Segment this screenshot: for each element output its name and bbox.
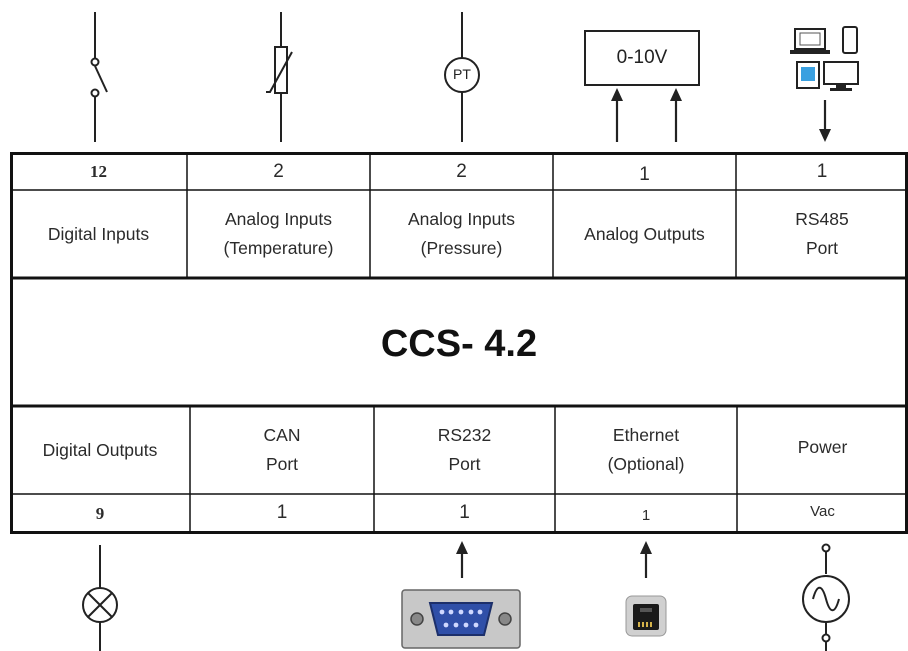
analog-inputs-pressure-label: Analog Inputs (Pressure): [370, 190, 553, 278]
label-line: RS485: [795, 209, 849, 229]
ethernet-port-icon: [625, 595, 667, 637]
label-line: CAN: [263, 425, 301, 445]
pressure-transducer-icon: [444, 12, 480, 142]
label-line: Analog Outputs: [584, 223, 705, 244]
label-line: Analog Inputs: [407, 209, 516, 229]
analog-inputs-temperature-count: 2: [273, 161, 284, 182]
label-line: Power: [797, 436, 848, 457]
digital-outputs-label: Digital Outputs: [10, 406, 190, 494]
analog-outputs-count: 1: [639, 164, 650, 185]
power-vac: Vac: [810, 502, 835, 520]
label-line: Port: [265, 454, 299, 474]
label-line: Port: [805, 238, 839, 258]
analog-inputs-pressure-count: 2: [456, 161, 467, 182]
controller-title: CCS- 4.2: [380, 322, 538, 365]
power-label: Power: [737, 406, 908, 488]
label-line: RS232: [437, 425, 492, 445]
board-grid: [10, 152, 908, 534]
switch-icon: [90, 12, 108, 142]
can-port-label: CAN Port: [190, 406, 374, 494]
label-line: (Pressure): [420, 238, 503, 258]
digital-inputs-label: Digital Inputs: [10, 190, 187, 278]
can-port-count: 1: [276, 501, 288, 523]
analog-outputs-label: Analog Outputs: [553, 190, 736, 278]
ethernet-count: 1: [641, 506, 651, 524]
label-line: Port: [448, 454, 481, 474]
devices-icon: [790, 26, 859, 91]
rs232-port-count: 1: [459, 501, 470, 523]
label-line: Digital Inputs: [47, 223, 150, 244]
thermistor-icon: [266, 12, 293, 142]
ethernet-label: Ethernet (Optional): [555, 406, 737, 494]
lamp-icon: [82, 545, 118, 651]
label-line: Digital Outputs: [42, 439, 158, 460]
analog-output-arrows: [611, 88, 682, 142]
label-line: (Temperature): [223, 238, 334, 258]
digital-inputs-count: 12: [90, 162, 107, 181]
digital-outputs-count: 9: [95, 503, 105, 523]
db9-connector-icon: [401, 589, 521, 649]
label-line: Ethernet: [612, 425, 680, 445]
ac-source-icon: [802, 543, 850, 651]
label-line: (Optional): [607, 454, 685, 474]
analog-inputs-temperature-label: Analog Inputs (Temperature): [187, 190, 370, 278]
pressure-transducer-label: PT: [453, 66, 471, 82]
analog-output-box: 0-10V: [584, 30, 700, 86]
label-line: Analog Inputs: [224, 209, 333, 229]
ethernet-arrow: [640, 541, 652, 578]
rs485-port-count: 1: [816, 161, 828, 182]
rs232-arrow: [456, 541, 468, 578]
rs485-arrow: [819, 100, 831, 142]
